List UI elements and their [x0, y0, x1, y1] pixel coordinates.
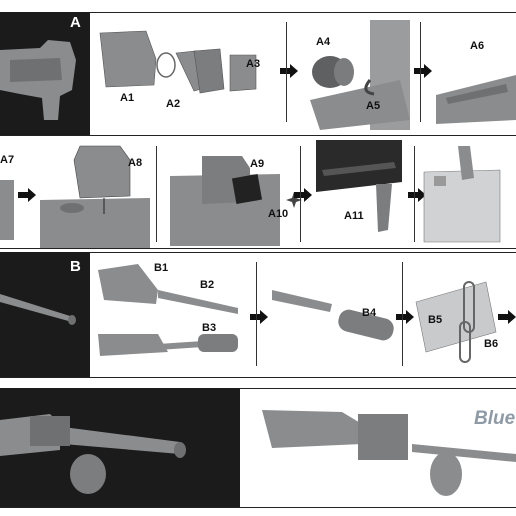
label-b5: B5	[428, 314, 442, 326]
arrow-right-icon	[414, 64, 434, 78]
label-a11: A11	[344, 210, 364, 222]
separator	[286, 22, 287, 122]
arrow-right-icon	[294, 188, 314, 202]
label-a5: A5	[366, 100, 380, 112]
label-a3: A3	[246, 58, 260, 70]
label-b2: B2	[200, 279, 214, 291]
arrow-right-icon	[396, 310, 416, 324]
hero-rifle-a	[0, 20, 90, 130]
arrow-right-icon	[18, 188, 38, 202]
separator	[420, 22, 421, 122]
separator	[156, 146, 157, 242]
label-a9: A9	[250, 158, 264, 170]
label-b4: B4	[362, 307, 376, 319]
label-b6: B6	[484, 338, 498, 350]
label-a1: A1	[120, 92, 134, 104]
label-a6: A6	[470, 40, 484, 52]
separator	[300, 146, 301, 242]
brand-text: Blue	[474, 408, 515, 430]
body-part	[0, 170, 14, 245]
hero-rifle-final	[0, 394, 236, 502]
arrow-right-icon	[280, 64, 300, 78]
section-b-letter: B	[70, 258, 81, 275]
label-a10: A10	[268, 208, 288, 220]
separator	[256, 262, 257, 366]
label-a7: A7	[0, 154, 14, 166]
arrow-right-icon	[498, 310, 516, 324]
magazine-assembly	[424, 142, 516, 242]
label-a2: A2	[166, 98, 180, 110]
label-a8: A8	[128, 157, 142, 169]
hero-barrel-b	[0, 290, 80, 330]
separator	[402, 262, 403, 366]
suppressor-part	[272, 284, 398, 350]
arrow-right-icon	[250, 310, 270, 324]
label-b3: B3	[202, 322, 216, 334]
barrel-parts	[98, 260, 248, 372]
label-a4: A4	[316, 36, 330, 48]
separator	[414, 146, 415, 242]
label-b1: B1	[154, 262, 168, 274]
magazine-part	[316, 140, 406, 240]
receiver-part	[436, 20, 516, 125]
